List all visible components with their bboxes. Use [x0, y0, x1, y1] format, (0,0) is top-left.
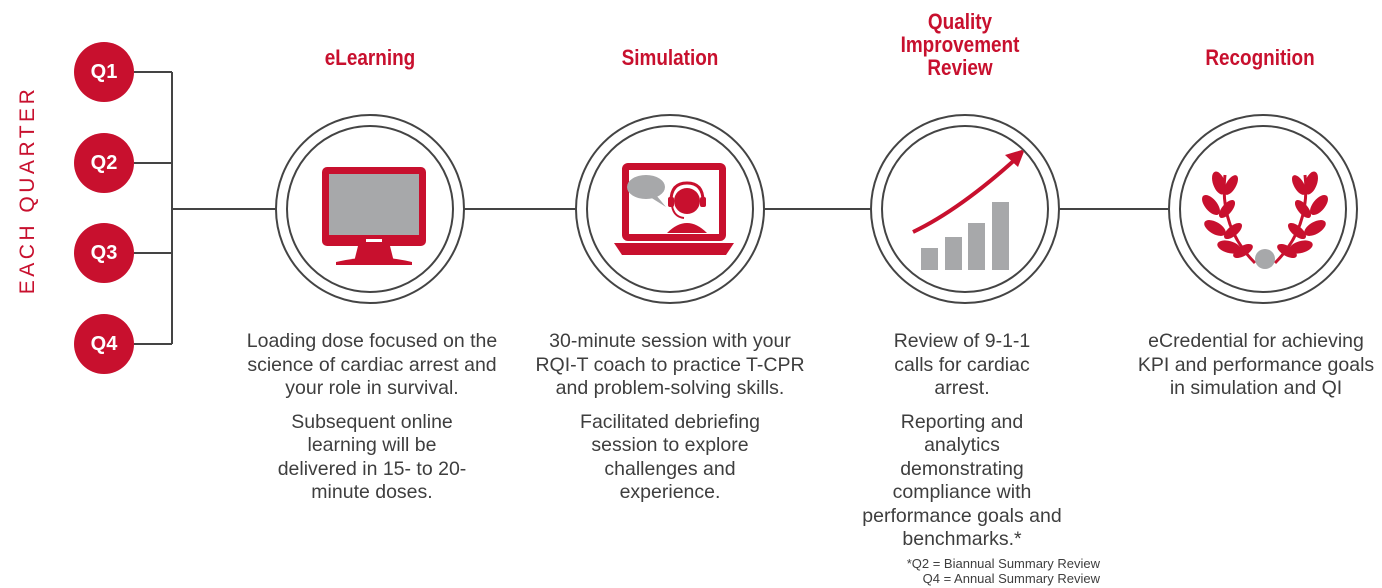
description-paragraph: Review of 9-1-1 calls for cardiac arrest… [893, 330, 1031, 399]
stage-circle-quality-improvement-review [870, 114, 1060, 304]
monitor-icon [322, 167, 426, 265]
stage-title-simulation: Simulation [621, 45, 719, 70]
stage-circle-inner [1179, 125, 1347, 293]
stage-title-elearning: eLearning [324, 45, 416, 70]
footnote-line: *Q2 = Biannual Summary Review [906, 556, 1100, 571]
stage-circle-inner [586, 125, 754, 293]
each-quarter-label: EACH QUARTER [16, 85, 39, 295]
stage-circle-inner [286, 125, 454, 293]
stage-description-quality-improvement-review: Review of 9-1-1 calls for cardiac arrest… [822, 330, 1102, 562]
description-paragraph: Loading dose focused on the science of c… [246, 330, 498, 399]
stage-circle-simulation [575, 114, 765, 304]
laptop-coach-icon [614, 163, 734, 255]
quarter-badge-q3: Q3 [74, 223, 134, 283]
quarter-badge-q4: Q4 [74, 314, 134, 374]
stage-description-elearning: Loading dose focused on the science of c… [232, 330, 512, 515]
description-paragraph: eCredential for achieving KPI and perfor… [1137, 330, 1375, 399]
stage-description-simulation: 30-minute session with your RQI-T coach … [525, 330, 815, 515]
footnote-line: Q4 = Annual Summary Review [922, 571, 1100, 586]
stage-description-recognition: eCredential for achieving KPI and perfor… [1130, 330, 1382, 411]
quarter-badge-q1: Q1 [74, 42, 134, 102]
description-paragraph: Subsequent online learning will be deliv… [277, 410, 467, 504]
laurel-wreath-icon [1202, 171, 1328, 269]
stage-circle-inner [881, 125, 1049, 293]
stage-circle-elearning [275, 114, 465, 304]
footnote: *Q2 = Biannual Summary Review Q4 = Annua… [880, 556, 1100, 586]
stage-circle-recognition [1168, 114, 1358, 304]
growth-chart-icon [912, 149, 1025, 270]
description-paragraph: Facilitated debriefing session to explor… [580, 410, 760, 504]
quarter-badge-q2: Q2 [74, 133, 134, 193]
stage-title-recognition: Recognition [1205, 45, 1315, 70]
description-paragraph: Reporting and analytics demonstrating co… [862, 410, 1062, 551]
description-paragraph: 30-minute session with your RQI-T coach … [535, 330, 805, 399]
